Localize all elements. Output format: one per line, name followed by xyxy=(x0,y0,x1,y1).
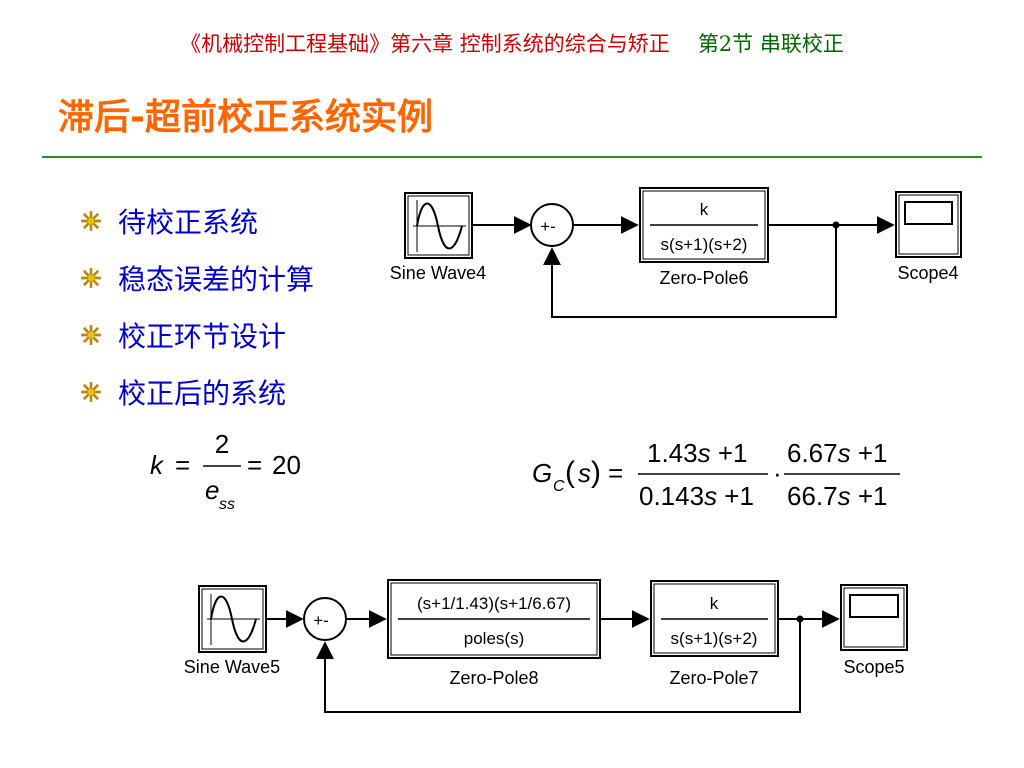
block-denominator: poles(s) xyxy=(464,629,524,648)
svg-text:66.7s +1: 66.7s +1 xyxy=(787,481,887,511)
bullet-item: 稳态误差的计算 xyxy=(80,249,314,306)
bullet-text: 校正环节设计 xyxy=(118,319,287,353)
num1-coef: 1.43 xyxy=(647,438,698,468)
block-label: Zero-Pole6 xyxy=(659,268,748,288)
sum-signs: +- xyxy=(540,217,556,236)
paren-open: ( xyxy=(565,456,575,489)
sum-junction[interactable]: +- xyxy=(303,597,347,641)
den1-coef: 0.143 xyxy=(639,481,704,511)
num2-var: s xyxy=(838,438,851,468)
den2-tail: +1 xyxy=(851,481,888,511)
star-bullet-icon xyxy=(81,210,101,231)
sine-wave-source[interactable] xyxy=(404,192,473,259)
star-bullet-icon xyxy=(81,267,101,288)
formula-gc-lhs: G xyxy=(532,458,552,488)
scope-block[interactable] xyxy=(895,191,962,258)
plant-transfer-block[interactable]: k s(s+1)(s+2) xyxy=(639,187,769,263)
source-label: Sine Wave5 xyxy=(184,657,280,677)
formula-k-rhs: 20 xyxy=(272,450,301,480)
compensator-transfer-block[interactable]: (s+1/1.43)(s+1/6.67) poles(s) xyxy=(387,579,601,659)
star-bullet-icon xyxy=(81,381,101,402)
block-numerator: (s+1/1.43)(s+1/6.67) xyxy=(417,594,571,613)
num1-var: s xyxy=(698,438,711,468)
formula-k-lhs: k xyxy=(150,450,165,480)
page-title: 滞后-超前校正系统实例 xyxy=(58,97,433,138)
title-divider xyxy=(42,156,982,158)
num1-tail: +1 xyxy=(711,438,748,468)
bullet-item: 待校正系统 xyxy=(80,192,314,249)
block-label: Zero-Pole8 xyxy=(449,668,538,688)
num2-tail: +1 xyxy=(851,438,888,468)
block-numerator: k xyxy=(700,200,709,219)
block-numerator: k xyxy=(710,594,719,613)
svg-text:6.67s +1: 6.67s +1 xyxy=(787,438,887,468)
slide-header: 《机械控制工程基础》第六章 控制系统的综合与矫正 第2节 串联校正 xyxy=(0,28,1024,58)
fraction-2: 6.67s +1 66.7s +1 xyxy=(784,438,900,511)
den2-var: s xyxy=(838,481,851,511)
bullet-list: 待校正系统 稳态误差的计算 校正环节设计 校正后的系统 xyxy=(80,192,314,420)
paren-close: ) xyxy=(591,456,601,489)
equals-sign: = xyxy=(608,458,623,488)
sum-signs: +- xyxy=(313,611,329,630)
den1-var: s xyxy=(704,481,717,511)
feedback-line xyxy=(543,225,837,318)
formula-k-den: e xyxy=(205,475,219,505)
scope-label: Scope5 xyxy=(843,657,904,677)
section-title: 第2节 串联校正 xyxy=(697,32,844,56)
scope-block[interactable] xyxy=(840,584,908,651)
fraction-1: 1.43s +1 0.143s +1 xyxy=(638,438,768,511)
formula-k-num: 2 xyxy=(215,429,229,459)
formula-k-den-sub: ss xyxy=(219,496,235,513)
plant-transfer-block[interactable]: k s(s+1)(s+2) xyxy=(650,580,779,657)
bullet-item: 校正后的系统 xyxy=(80,363,314,420)
svg-text:1.43s +1: 1.43s +1 xyxy=(647,438,747,468)
star-bullet-icon xyxy=(81,324,101,345)
course-title: 《机械控制工程基础》第六章 控制系统的综合与矫正 xyxy=(180,32,670,56)
formula-gc-arg: s xyxy=(578,458,591,488)
equals-sign: = xyxy=(175,450,190,480)
sine-wave-source[interactable] xyxy=(198,585,267,653)
source-label: Sine Wave4 xyxy=(390,263,486,283)
bullet-text: 待校正系统 xyxy=(118,205,259,239)
svg-text:0.143s +1: 0.143s +1 xyxy=(639,481,754,511)
block-denominator: s(s+1)(s+2) xyxy=(661,235,748,254)
den1-tail: +1 xyxy=(717,481,754,511)
formula-gc-sub: C xyxy=(553,478,565,495)
den2-coef: 66.7 xyxy=(787,481,838,511)
multiply-dot: · xyxy=(773,458,782,488)
bullet-text: 稳态误差的计算 xyxy=(118,262,315,296)
equals-sign: = xyxy=(247,450,262,480)
block-denominator: s(s+1)(s+2) xyxy=(671,629,758,648)
bullet-text: 校正后的系统 xyxy=(118,376,287,410)
num2-coef: 6.67 xyxy=(787,438,838,468)
feedback-line xyxy=(316,619,801,713)
scope-label: Scope4 xyxy=(897,263,958,283)
block-label: Zero-Pole7 xyxy=(669,668,758,688)
bullet-item: 校正环节设计 xyxy=(80,306,314,363)
